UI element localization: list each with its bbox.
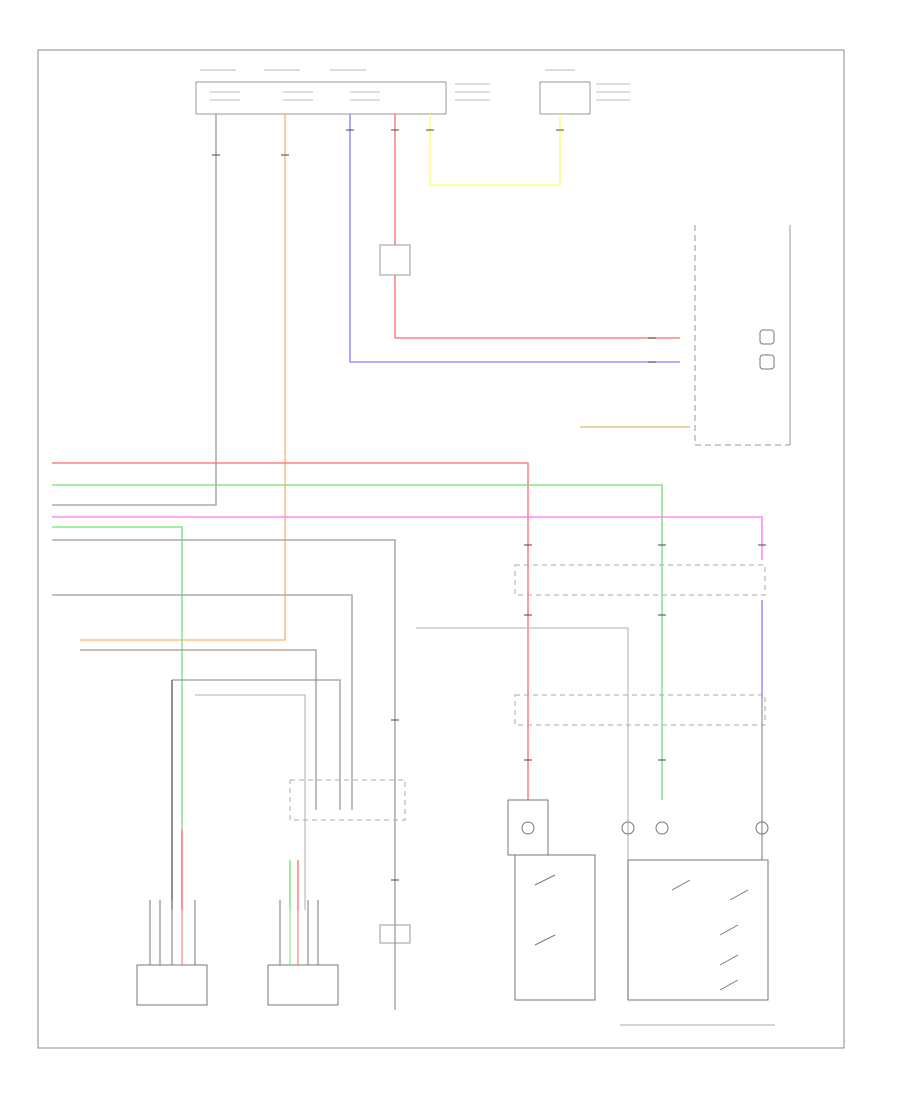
lower-connector — [379, 924, 411, 944]
steering-pad-switch — [507, 799, 596, 1001]
wire-green-left — [52, 526, 183, 910]
top-connector-block — [195, 69, 630, 115]
aux-block — [539, 81, 591, 115]
junction-block — [195, 81, 447, 115]
wire-gray-6 — [195, 694, 306, 910]
wire-gray-main — [52, 114, 217, 506]
wire-red-meter — [394, 275, 680, 339]
junction-connector — [379, 244, 411, 276]
wire-gray-7 — [416, 627, 629, 1000]
wire-yellow — [429, 114, 561, 186]
cruise-control-switch — [620, 821, 775, 1026]
wire-green-bus — [52, 484, 663, 800]
wire-magenta-bus — [52, 516, 763, 560]
wire-gray-4 — [80, 649, 317, 810]
wire-blue — [349, 114, 680, 363]
right-switch-assembly — [267, 900, 339, 1006]
wire-gray-2 — [52, 539, 396, 930]
wire-orange — [80, 114, 286, 641]
spiral-cable — [514, 564, 766, 726]
left-switch-assembly — [136, 900, 208, 1006]
combination-meter — [694, 225, 791, 446]
diagram-border — [37, 49, 845, 1049]
center-connector — [289, 779, 406, 821]
wires — [52, 114, 763, 1010]
wire-red-bus — [52, 462, 529, 800]
wire-gray-3 — [52, 594, 353, 810]
wire-ticks — [212, 129, 766, 881]
wire-gray-5 — [172, 679, 341, 810]
